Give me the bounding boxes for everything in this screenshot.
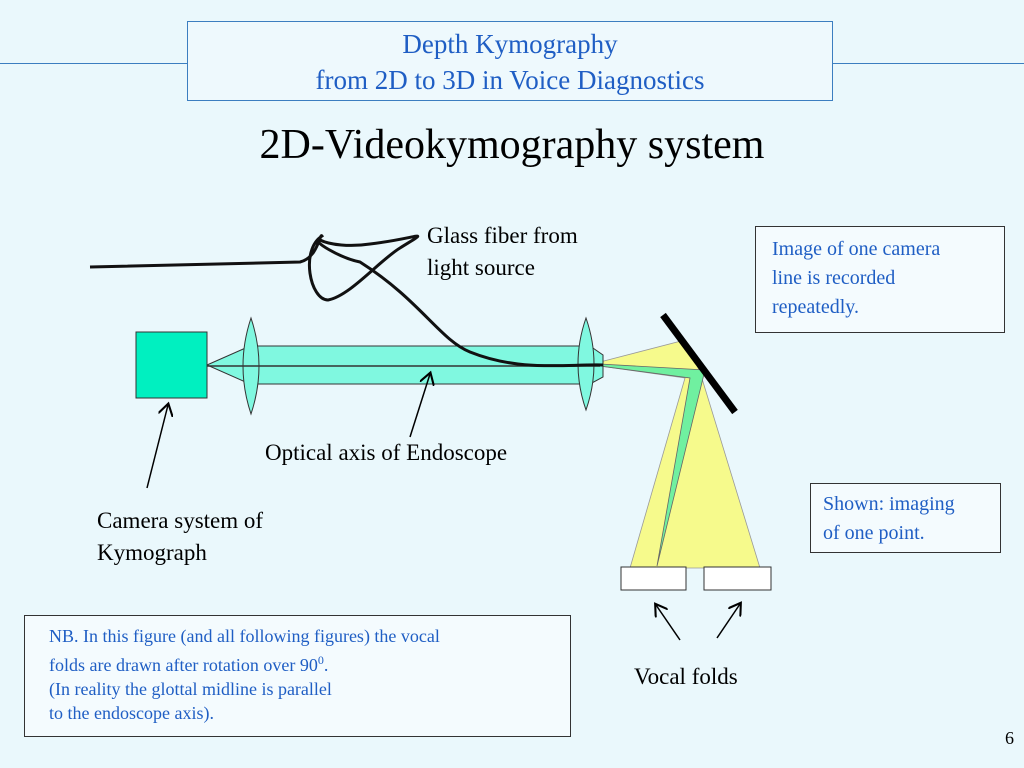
slide-title: 2D-Videokymography system (259, 122, 765, 168)
header-line-2: from 2D to 3D in Voice Diagnostics (315, 65, 705, 95)
arrow-vocal-fold-right (716, 604, 740, 639)
endoscope-tube (205, 345, 604, 385)
optical-axis-label: Optical axis of Endoscope (265, 440, 508, 465)
arrow-optical-axis (409, 374, 430, 438)
camera-line-note: Image of one camera line is recorded rep… (755, 226, 1005, 333)
nb-note-box: NB. In this figure (and all following fi… (24, 615, 571, 737)
vocal-folds-label: Vocal folds (634, 664, 738, 689)
header-box: Depth Kymography from 2D to 3D in Voice … (187, 21, 833, 101)
camera-system-label: Camera system of Kymograph (97, 508, 264, 565)
vocal-fold-right (703, 566, 772, 591)
one-point-note: Shown: imaging of one point. (810, 483, 1001, 553)
nb-line-4: to the endoscope axis). (49, 703, 214, 723)
nb-line-1: NB. In this figure (and all following fi… (49, 626, 440, 646)
header-rule-left (0, 63, 187, 64)
header-rule-right (833, 63, 1024, 64)
glass-fiber (89, 234, 604, 368)
vocal-fold-left (620, 566, 687, 591)
header-line-1: Depth Kymography (402, 29, 618, 59)
arrow-camera (146, 405, 168, 489)
glass-fiber-label: Glass fiber from light source (427, 223, 578, 280)
page-number: 6 (1005, 728, 1014, 748)
nb-line-3: (In reality the glottal midline is paral… (49, 679, 332, 699)
arrow-vocal-fold-left (656, 605, 681, 641)
mirror (660, 312, 738, 415)
camera-box (135, 331, 208, 399)
nb-line-2: folds are drawn after rotation over 900. (49, 653, 329, 675)
